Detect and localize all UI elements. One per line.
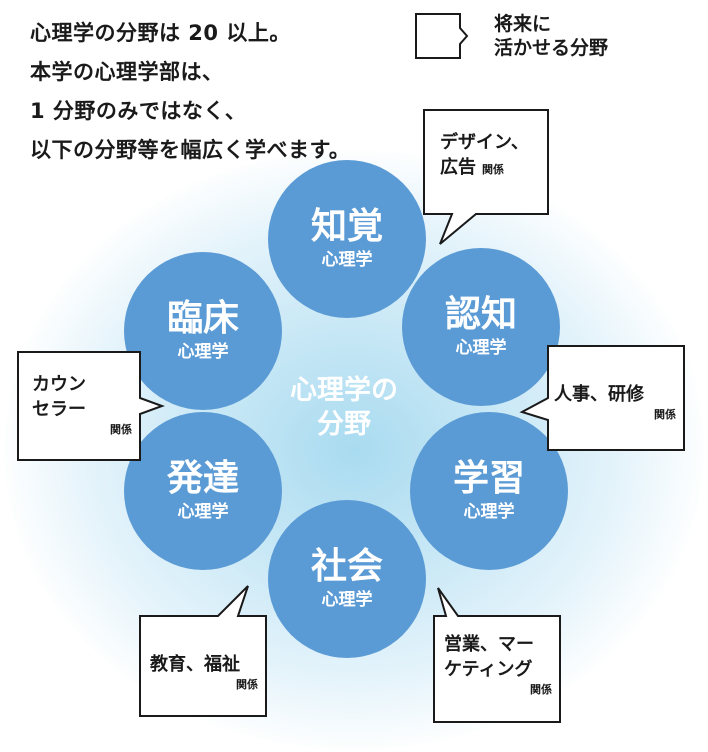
circle-learning-title: 学習: [452, 458, 525, 499]
callout-counselor-tag: 関係: [110, 423, 132, 436]
circle-social: 社会 心理学: [268, 500, 426, 658]
circle-perception: 知覚 心理学: [268, 160, 426, 318]
circle-cognitive-subtitle: 心理学: [455, 338, 507, 358]
center-label-line-1: 心理学の: [290, 375, 398, 406]
intro-line-3: 1 分野のみではなく、: [30, 99, 247, 123]
callout-counselor-line-2: セラー: [32, 399, 86, 420]
callout-counselor-shape: [17, 351, 165, 461]
legend-line-2: 活かせる分野: [494, 37, 609, 59]
callout-marketing-text: 営業、マー ケティング 関係: [444, 632, 552, 698]
callout-education-shape: [139, 585, 267, 717]
callout-marketing-line-1: 営業、マー: [444, 634, 534, 655]
legend-label: 将来に 活かせる分野: [494, 12, 608, 60]
callout-design-shape: [423, 109, 549, 245]
callout-education-line-1: 教育、福祉: [150, 654, 240, 675]
intro-line-4: 以下の分野等を幅広く学べます。: [30, 138, 351, 162]
callout-education-tag: 関係: [236, 678, 258, 691]
center-label-line-2: 分野: [317, 409, 371, 440]
callout-marketing-shape: [433, 587, 561, 723]
callout-design-line-2: 広告: [440, 157, 476, 178]
circle-perception-subtitle: 心理学: [321, 250, 373, 270]
callout-design-line-2-row: 広告関係: [440, 155, 540, 182]
intro-line-2: 本学の心理学部は、: [30, 60, 224, 84]
circle-clinical-subtitle: 心理学: [177, 342, 229, 362]
callout-hr-shape: [519, 345, 685, 451]
circle-social-subtitle: 心理学: [321, 590, 373, 610]
callout-hr-tag: 関係: [654, 408, 676, 421]
intro-line-1: 心理学の分野は 20 以上。: [30, 21, 291, 45]
circle-developmental-subtitle: 心理学: [177, 502, 229, 522]
circle-developmental: 発達 心理学: [124, 412, 282, 570]
circle-perception-title: 知覚: [310, 206, 383, 247]
callout-hr-line-1: 人事、研修: [554, 384, 644, 405]
callout-design-line-1: デザイン、: [440, 132, 529, 153]
circle-cognitive-title: 認知: [444, 294, 517, 335]
callout-counselor-text: カウン セラー 関係: [32, 372, 132, 438]
callout-design-text: デザイン、 広告関係: [440, 130, 540, 182]
circle-developmental-title: 発達: [166, 458, 239, 499]
callout-design-tag: 関係: [482, 163, 504, 176]
circle-cognitive: 認知 心理学: [402, 248, 560, 406]
callout-counselor-line-1: カウン: [32, 374, 86, 395]
circle-learning-subtitle: 心理学: [463, 502, 515, 522]
intro-text: 心理学の分野は 20 以上。 本学の心理学部は、 1 分野のみではなく、 以下の…: [30, 14, 350, 170]
legend-callout-icon: [415, 13, 469, 59]
circle-learning: 学習 心理学: [410, 412, 568, 570]
callout-marketing-line-2: ケティング: [444, 659, 533, 680]
circle-clinical: 臨床 心理学: [124, 252, 282, 410]
circle-clinical-title: 臨床: [166, 298, 239, 339]
center-label: 心理学の 分野: [264, 374, 424, 442]
callout-education-text: 教育、福祉 関係: [150, 652, 258, 693]
callout-hr-text: 人事、研修 関係: [554, 382, 676, 423]
callout-marketing-tag: 関係: [530, 683, 552, 696]
circle-social-title: 社会: [310, 546, 383, 587]
legend-line-1: 将来に: [494, 13, 552, 35]
